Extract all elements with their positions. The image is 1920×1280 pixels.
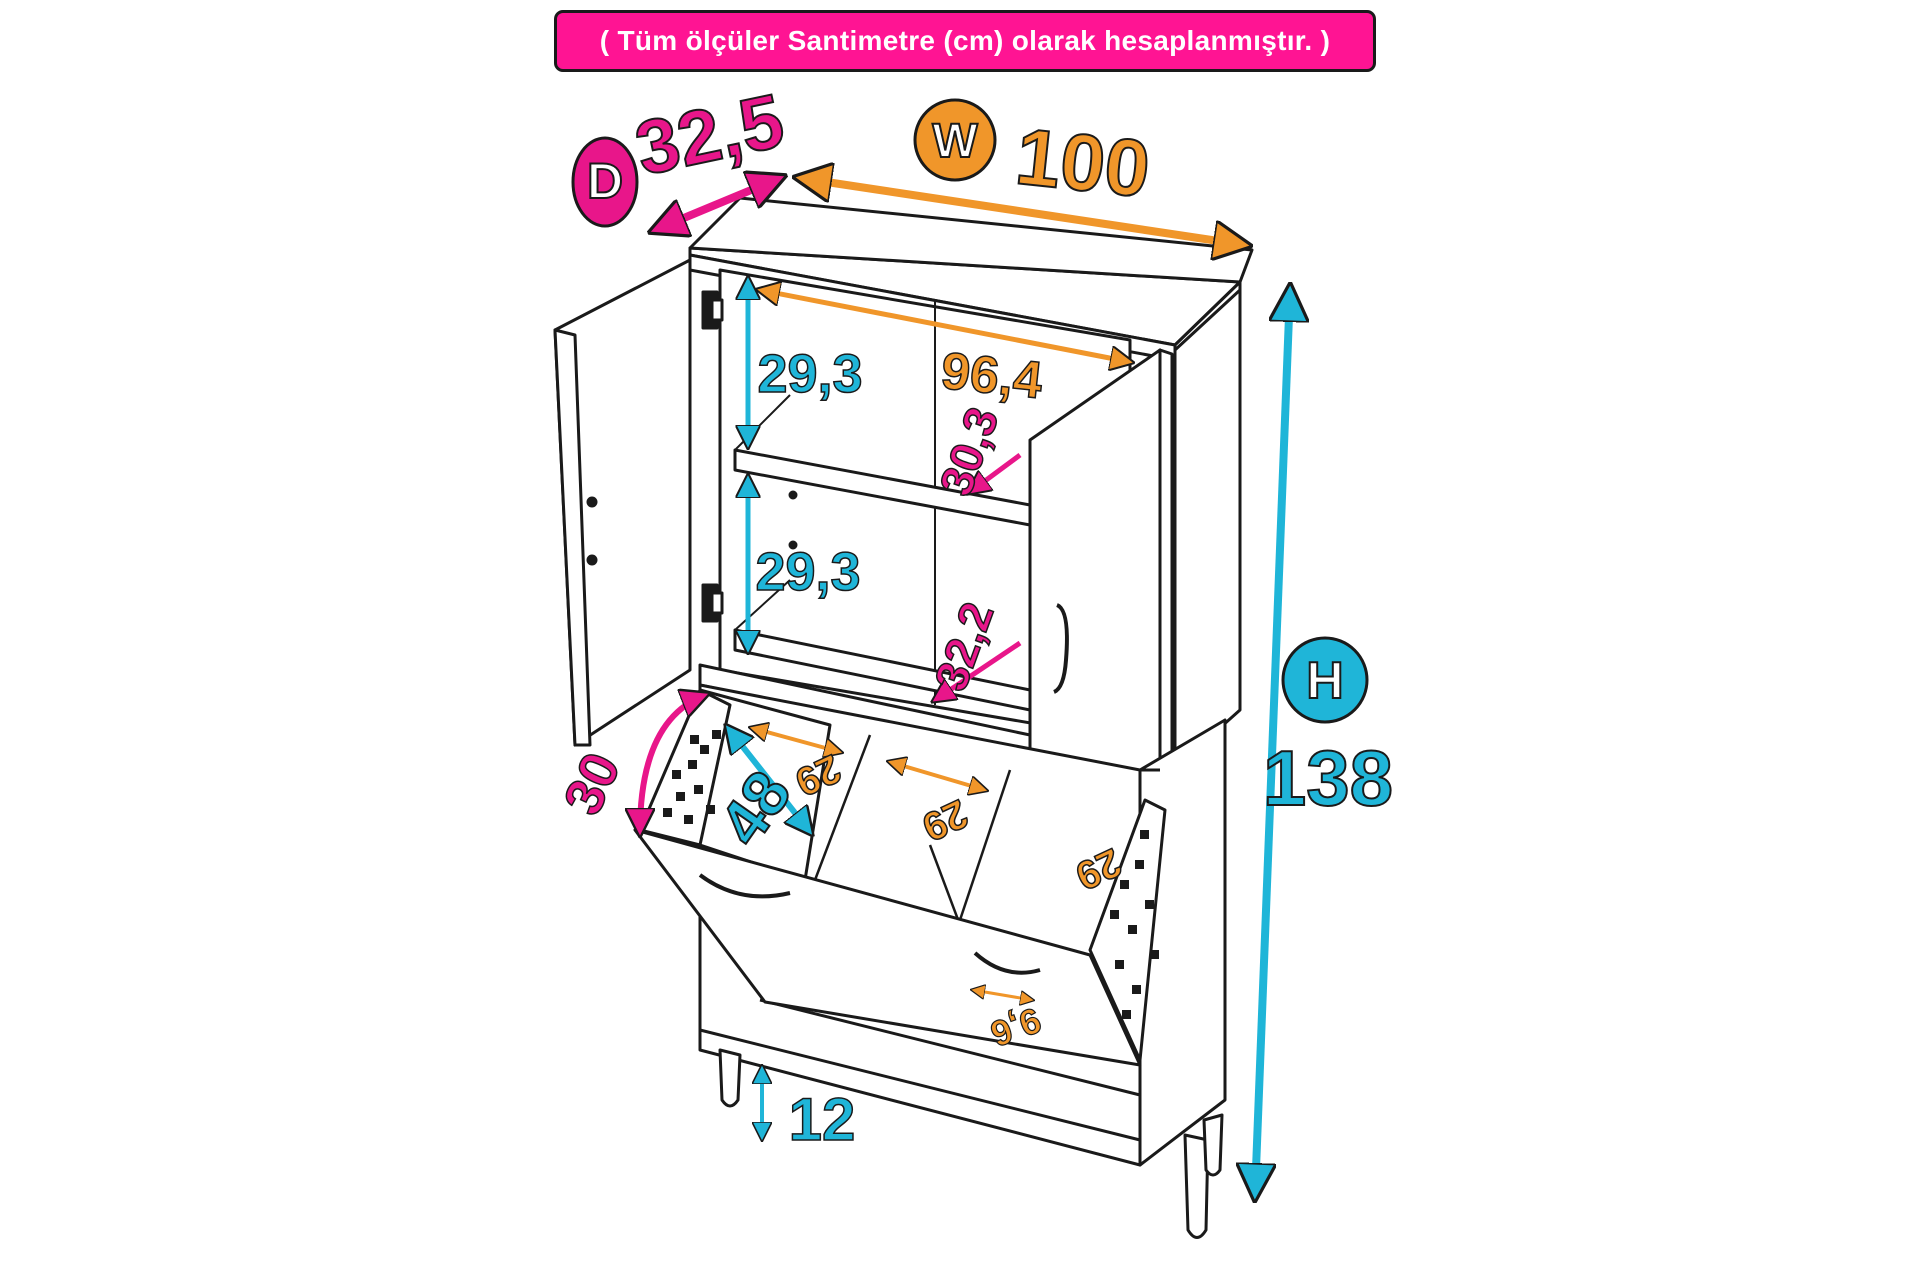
upper-compartment bbox=[698, 268, 1132, 757]
shelf-depth-bottom-arrow bbox=[935, 640, 1022, 700]
depth-value: 32,5 bbox=[629, 78, 791, 192]
height-badge-letter: H bbox=[1306, 652, 1344, 710]
depth-arrow bbox=[655, 178, 780, 230]
right-door-handle[interactable] bbox=[1053, 603, 1069, 694]
right-side-panel-upper bbox=[1173, 288, 1242, 770]
handle-width-arrow bbox=[973, 990, 1032, 1000]
units-note-text: ( Tüm ölçüler Santimetre (cm) olarak hes… bbox=[599, 25, 1331, 56]
leg-height-value: 12 bbox=[789, 1086, 856, 1153]
width-value: 100 bbox=[1012, 111, 1154, 213]
inner-width-value: 96,4 bbox=[938, 342, 1045, 410]
basket-angle-value: 30 bbox=[552, 744, 632, 824]
compartment-width-2-arrow bbox=[890, 762, 985, 790]
shelf-height-top-dimension: 29,3 bbox=[748, 280, 863, 445]
door-hinge-top bbox=[701, 290, 724, 330]
height-arrow bbox=[1255, 290, 1290, 1195]
width-badge bbox=[913, 98, 997, 182]
basket-side-right bbox=[1088, 798, 1167, 1062]
cabinet-legs bbox=[718, 1048, 1224, 1239]
basket-handle-left[interactable] bbox=[698, 873, 791, 899]
width-badge-letter: W bbox=[932, 115, 978, 168]
tilt-out-front-panel[interactable] bbox=[633, 828, 1142, 1067]
shelf-height-bottom-value: 29,3 bbox=[755, 542, 860, 602]
leg-height-dimension: 12 bbox=[762, 1068, 856, 1154]
basket-depth-arrow bbox=[728, 728, 810, 832]
basket-angle-arrow bbox=[640, 695, 705, 832]
door-hinge-bottom bbox=[701, 583, 724, 623]
inner-width-arrow bbox=[760, 290, 1130, 362]
shelf-depth-top-arrow bbox=[970, 452, 1022, 492]
cabinet-drawing bbox=[553, 196, 1254, 1239]
compartment-width-1-arrow bbox=[752, 728, 840, 752]
height-badge bbox=[1281, 636, 1369, 724]
width-arrow bbox=[800, 178, 1245, 245]
basket-handle-center[interactable] bbox=[973, 951, 1041, 975]
left-door[interactable] bbox=[553, 258, 798, 747]
height-dimension: H 138 bbox=[1255, 290, 1394, 1195]
width-dimension: W 100 bbox=[800, 98, 1245, 245]
depth-badge bbox=[571, 136, 639, 228]
depth-badge-letter: D bbox=[587, 153, 623, 209]
shelf-height-top-value: 29,3 bbox=[757, 344, 862, 404]
inner-width-dimension: 96,4 bbox=[760, 290, 1130, 411]
units-note-banner: ( Tüm ölçüler Santimetre (cm) olarak hes… bbox=[554, 10, 1376, 72]
shelf-height-bottom-dimension: 29,3 bbox=[748, 478, 861, 650]
height-value: 138 bbox=[1263, 734, 1393, 822]
